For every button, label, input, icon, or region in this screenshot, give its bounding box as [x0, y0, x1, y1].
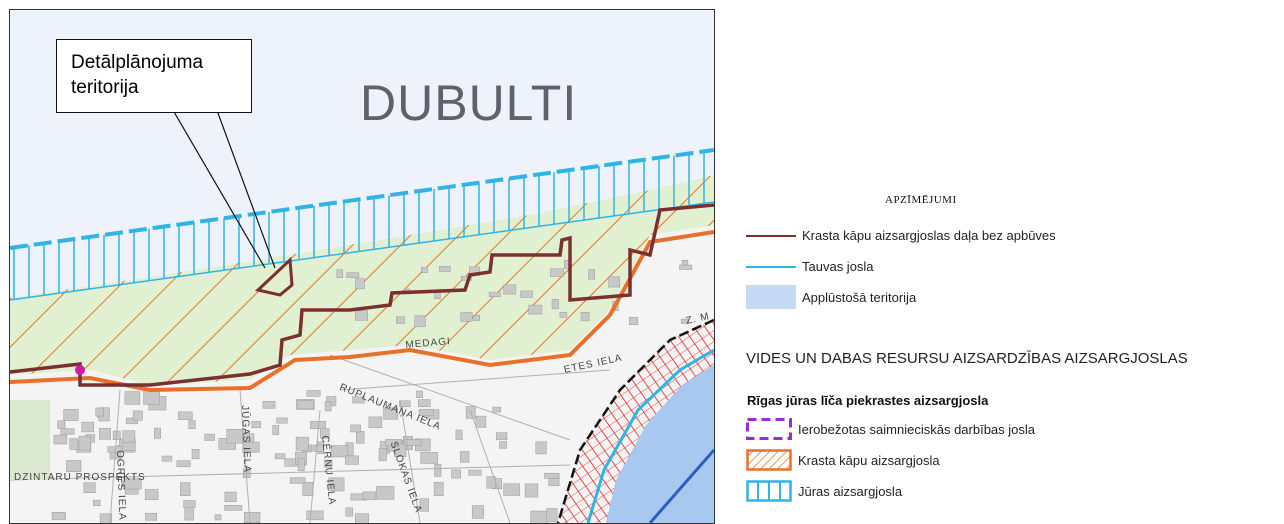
legend-label: Krasta kāpu aizsargjosla — [798, 452, 940, 468]
zone-outer-border — [556, 318, 714, 523]
detail-plan-parcel — [254, 256, 294, 297]
legend-label: Applūstošā teritorija — [802, 289, 917, 305]
survey-point-marker — [75, 365, 85, 375]
flood-area-swatch-icon — [746, 285, 796, 309]
brown-line-icon — [746, 234, 796, 237]
protection-zones-heading: VIDES UN DABAS RESURSU AIZSARDZĪBAS AIZS… — [746, 350, 1188, 367]
purple-dashed-box-icon — [746, 418, 792, 440]
street-lines — [10, 354, 611, 523]
callout-pointer — [169, 104, 276, 269]
legend-label: Krasta kāpu aizsargjoslas daļa bez apbūv… — [802, 228, 1056, 243]
blue-bars-box-icon — [746, 480, 792, 502]
sea-protection-band — [10, 148, 714, 301]
map-panel: DUBULTI Detālplānojuma teritorija DZINTA… — [9, 9, 715, 524]
callout-line-1: Detālplānojuma — [71, 52, 204, 73]
legend-label: Ierobežotas saimnieciskās darbības josla — [798, 421, 1036, 437]
river-channel — [648, 449, 714, 523]
legend-item-no-build: Krasta kāpu aizsargjoslas daļa bez apbūv… — [746, 228, 1056, 243]
legend-label: Jūras aizsargjosla — [798, 483, 903, 499]
legend-item-dune-zone: Krasta kāpu aizsargjosla — [746, 449, 940, 471]
detail-plan-callout: Detālplānojuma teritorija — [56, 39, 252, 113]
legend-heading: APZĪMĒJUMI — [885, 194, 957, 206]
callout-line-2: teritorija — [71, 77, 139, 98]
river-shore-line — [586, 348, 714, 523]
legend-item-flood: Applūstošā teritorija — [746, 285, 916, 309]
coastal-zone-group-title: Rīgas jūras līča piekrastes aizsargjosla — [747, 393, 989, 408]
no-build-zone-line — [10, 203, 714, 387]
street-label-jugas: JŪGAS IELA — [239, 405, 253, 474]
map-canvas — [10, 10, 714, 523]
place-name-label: DUBULTI — [360, 75, 578, 131]
blue-line-icon — [746, 265, 796, 268]
legend-item-limited-activity: Ierobežotas saimnieciskās darbības josla — [746, 418, 1035, 440]
park-area — [10, 400, 50, 480]
legend-item-towpath: Tauvas josla — [746, 259, 874, 274]
river-water — [606, 365, 714, 523]
street-label-dzintaru: DZINTARU PROSPEKTS — [14, 472, 146, 483]
map-legend: APZĪMĒJUMI Krasta kāpu aizsargjoslas daļ… — [740, 0, 1284, 522]
legend-item-sea-zone: Jūras aizsargjosla — [746, 480, 902, 502]
legend-label: Tauvas josla — [802, 259, 874, 274]
dune-boundary-line — [10, 230, 714, 393]
orange-hatch-box-icon — [746, 449, 792, 471]
building-blocks — [51, 259, 693, 523]
